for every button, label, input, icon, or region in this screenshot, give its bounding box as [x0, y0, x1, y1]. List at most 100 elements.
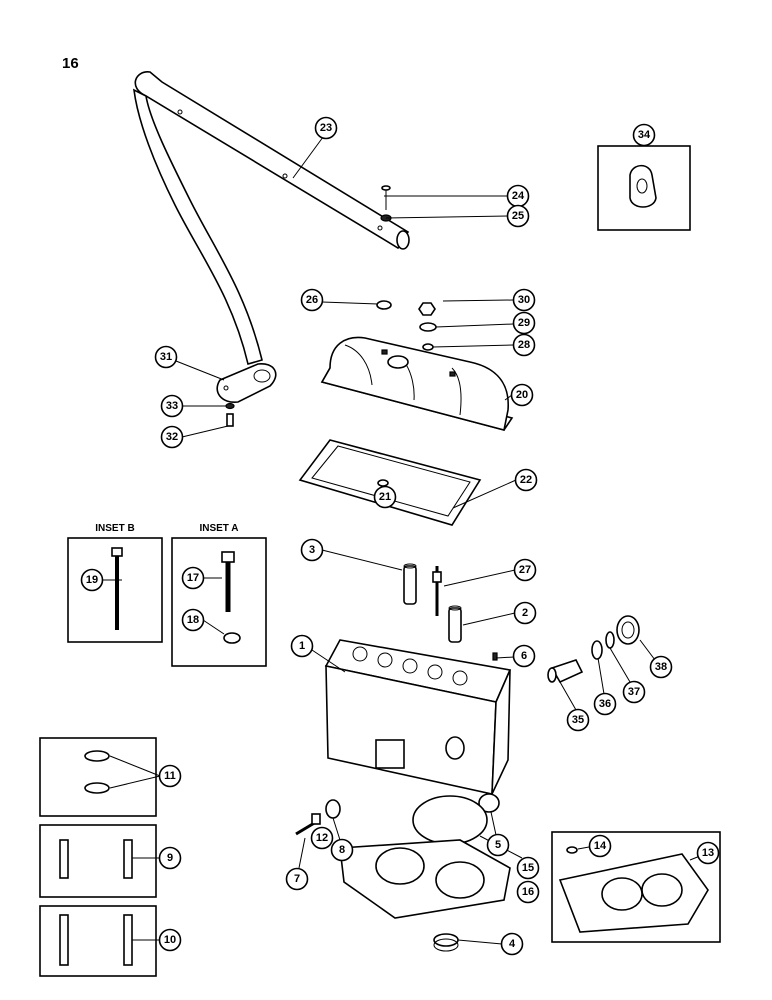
lockwasher-33 — [225, 402, 235, 410]
box-10 — [39, 905, 157, 977]
valve-guide-10 — [59, 914, 133, 966]
box-11 — [39, 737, 157, 817]
tube-2 — [448, 605, 462, 643]
seal-28 — [422, 343, 434, 351]
svg-text:6: 6 — [521, 650, 527, 662]
inset-a-title: INSET A — [199, 523, 238, 534]
svg-text:13: 13 — [702, 847, 714, 859]
svg-text:2: 2 — [522, 607, 528, 619]
callout-21: 21 — [373, 485, 397, 509]
callout-38: 38 — [649, 655, 673, 679]
callout-37: 37 — [622, 680, 646, 704]
svg-text:28: 28 — [518, 339, 530, 351]
bolt-19 — [111, 547, 123, 630]
svg-text:18: 18 — [187, 614, 199, 626]
fitting-7 — [295, 813, 321, 836]
callout-17: 17 — [181, 566, 205, 590]
svg-text:16: 16 — [522, 886, 534, 898]
svg-text:31: 31 — [160, 351, 172, 363]
callout-16: 16 — [516, 880, 540, 904]
callout-6: 6 — [512, 644, 536, 668]
svg-text:7: 7 — [294, 873, 300, 885]
callout-27: 27 — [513, 558, 537, 582]
gasket-13 — [558, 853, 709, 933]
svg-text:1: 1 — [299, 640, 305, 652]
callout-5: 5 — [486, 833, 510, 857]
callout-13: 13 — [696, 841, 720, 865]
callout-12: 12 — [310, 826, 334, 850]
valve-guide-9 — [59, 839, 133, 879]
washer-36 — [591, 640, 603, 660]
grommet-21 — [377, 479, 389, 487]
head-gasket-12 — [339, 839, 511, 919]
callout-33: 33 — [160, 394, 184, 418]
screw-32 — [226, 413, 234, 427]
svg-text:32: 32 — [166, 431, 178, 443]
callout-24: 24 — [506, 184, 530, 208]
callout-7: 7 — [285, 867, 309, 891]
cylinder-head — [324, 639, 512, 795]
callout-18: 18 — [181, 608, 205, 632]
svg-text:4: 4 — [509, 938, 516, 950]
valve-insert-11 — [84, 750, 110, 794]
callout-3: 3 — [300, 538, 324, 562]
svg-text:10: 10 — [164, 934, 176, 946]
plug-38 — [616, 615, 640, 645]
callout-2: 2 — [513, 601, 537, 625]
callout-28: 28 — [512, 333, 536, 357]
callout-34: 34 — [632, 123, 656, 147]
svg-text:24: 24 — [512, 190, 525, 202]
svg-text:38: 38 — [655, 661, 667, 673]
callout-15: 15 — [516, 856, 540, 880]
breather-screw — [381, 185, 391, 210]
callout-8: 8 — [330, 838, 354, 862]
svg-text:29: 29 — [518, 317, 530, 329]
dowel-6 — [492, 652, 498, 661]
svg-text:34: 34 — [638, 129, 651, 141]
bolt-17 — [221, 551, 235, 612]
svg-text:15: 15 — [522, 862, 534, 874]
svg-text:20: 20 — [516, 389, 528, 401]
washer-8 — [325, 799, 341, 819]
svg-text:27: 27 — [519, 564, 531, 576]
svg-text:19: 19 — [86, 574, 98, 586]
svg-text:33: 33 — [166, 400, 178, 412]
leader-lines — [102, 132, 701, 945]
callout-32: 32 — [160, 425, 184, 449]
svg-text:14: 14 — [594, 840, 607, 852]
nut-30 — [418, 302, 436, 316]
callout-10: 10 — [158, 928, 182, 952]
callout-1: 1 — [290, 634, 314, 658]
callout-26: 26 — [300, 288, 324, 312]
flange-31 — [216, 363, 277, 403]
cover-gasket — [298, 439, 482, 526]
plug-5 — [478, 793, 500, 813]
svg-text:9: 9 — [167, 852, 173, 864]
callout-35: 35 — [566, 708, 590, 732]
inset-b-title: INSET B — [95, 523, 134, 534]
tube-3 — [403, 563, 417, 605]
inset-box-13 — [551, 831, 721, 943]
grommet-34 — [629, 164, 657, 208]
callout-14: 14 — [588, 834, 612, 858]
svg-text:26: 26 — [306, 294, 318, 306]
callout-25: 25 — [506, 204, 530, 228]
inset-box-a — [171, 537, 267, 667]
callout-11: 11 — [158, 764, 182, 788]
breather-tube — [133, 71, 410, 365]
callout-22: 22 — [514, 468, 538, 492]
fitting-35 — [547, 659, 584, 684]
svg-text:35: 35 — [572, 714, 584, 726]
svg-text:11: 11 — [164, 770, 176, 782]
svg-text:12: 12 — [316, 832, 328, 844]
washer-29 — [419, 322, 437, 332]
svg-text:5: 5 — [495, 839, 501, 851]
svg-text:17: 17 — [187, 572, 199, 584]
washer-18 — [223, 632, 241, 644]
gasket-37 — [605, 631, 615, 649]
svg-text:3: 3 — [309, 544, 315, 556]
svg-text:36: 36 — [599, 698, 611, 710]
svg-text:25: 25 — [512, 210, 524, 222]
callout-4: 4 — [500, 932, 524, 956]
